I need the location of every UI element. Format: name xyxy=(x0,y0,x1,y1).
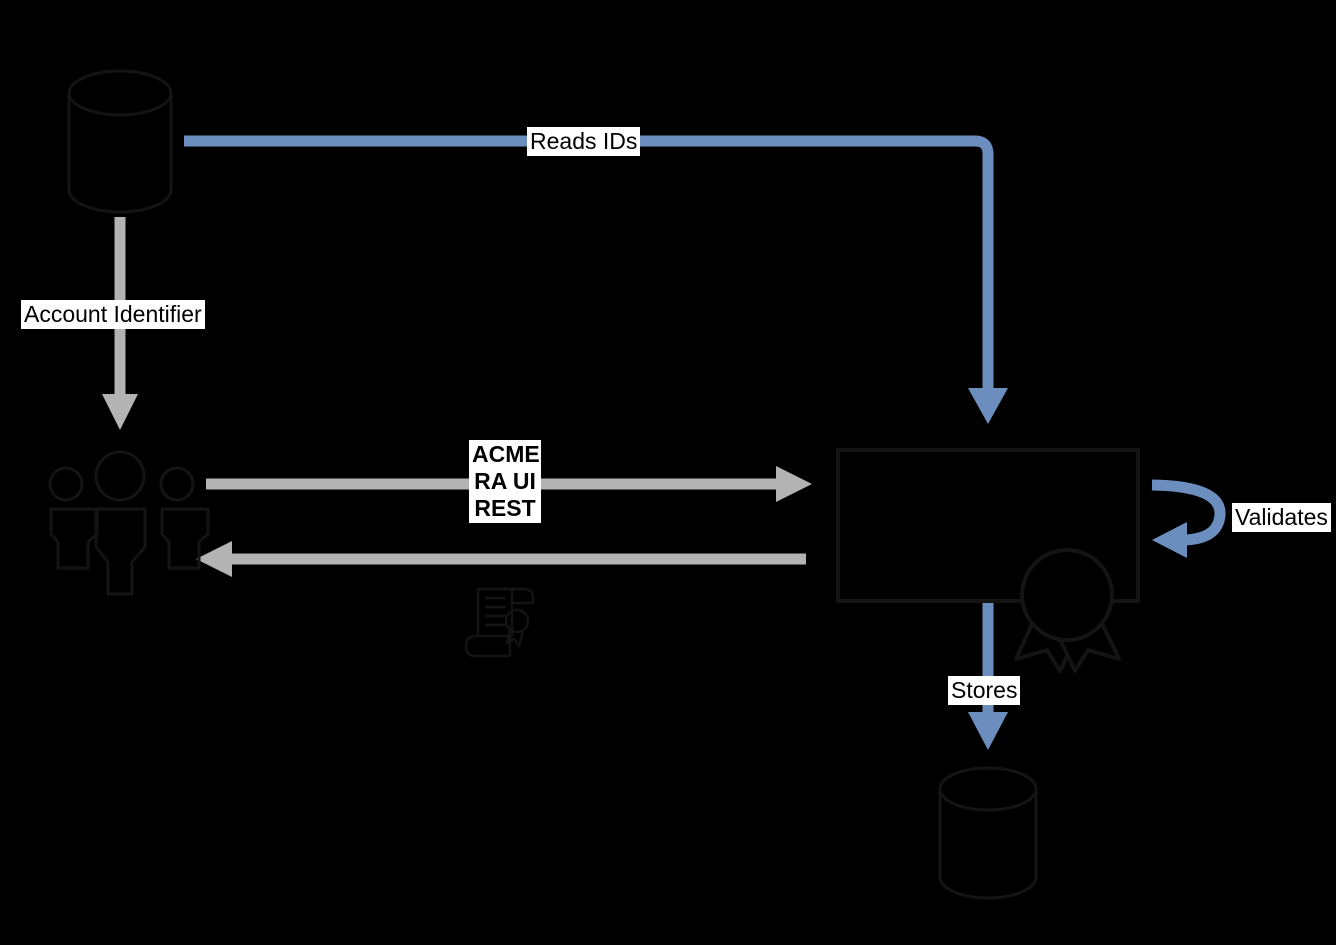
acme-label-line-2: RA UI xyxy=(474,468,536,494)
acme-label-line-3: REST xyxy=(474,495,536,521)
acme-label-line-1: ACME xyxy=(472,441,540,467)
edge-label-stores: Stores xyxy=(948,676,1021,705)
edge-response xyxy=(196,541,806,577)
edge-label-acme-ra-ui-rest: ACME RA UI REST xyxy=(469,440,541,523)
edge-label-validates: Validates xyxy=(1232,503,1331,532)
users-group-icon[interactable] xyxy=(48,450,210,596)
edge-validates xyxy=(1151,479,1226,558)
edge-label-reads-ids: Reads IDs xyxy=(527,127,641,156)
target-database-cylinder[interactable] xyxy=(938,766,1038,900)
source-database-cylinder[interactable] xyxy=(67,69,173,214)
edge-reads-ids xyxy=(184,135,1008,424)
certificate-scroll-icon xyxy=(464,587,535,658)
certificate-seal-icon xyxy=(1014,548,1121,673)
edge-label-account-identifier: Account Identifier xyxy=(21,300,205,329)
